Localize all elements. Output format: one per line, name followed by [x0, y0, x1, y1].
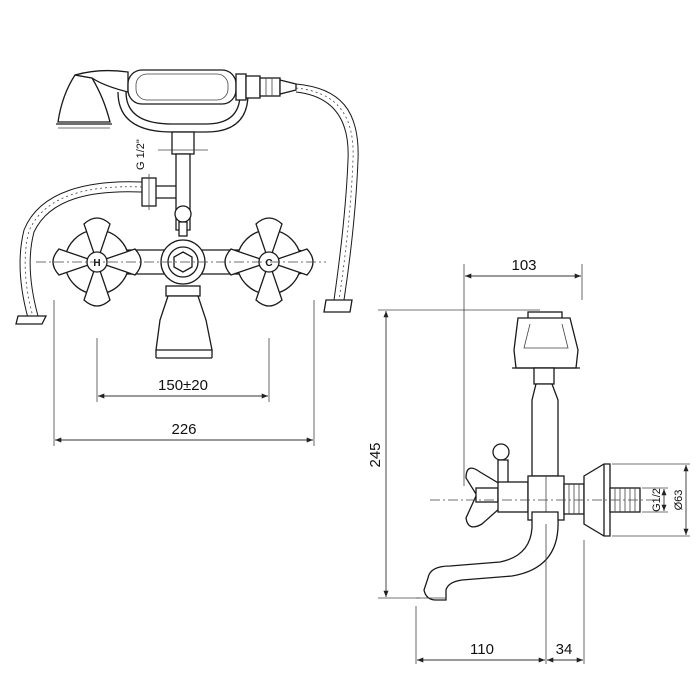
spout-front: [155, 285, 213, 359]
side-handle: [465, 467, 501, 528]
dim-flange-diameter: Ø63: [673, 490, 685, 511]
hand-shower-handle: [117, 69, 297, 133]
front-view: H C 150±20 226: [15, 69, 359, 446]
dim-wall-offset: 34: [556, 641, 573, 658]
hose-outlet: [141, 174, 176, 210]
side-view: 103 245 110 34 G1/2 Ø63: [367, 257, 690, 664]
side-riser: [531, 367, 559, 477]
dim-height: 245: [367, 442, 384, 467]
side-spout: [416, 511, 559, 601]
dim-spout-reach: 110: [470, 641, 494, 658]
shower-hose-left: [19, 181, 143, 319]
hot-marker: H: [93, 258, 100, 269]
dim-center-distance: 150±20: [158, 377, 208, 394]
side-handset: [512, 311, 580, 369]
side-diverter: [492, 443, 510, 487]
dim-thread: G1/2: [651, 488, 663, 512]
diverter-knob: [174, 205, 192, 237]
shower-hose-right: [295, 83, 359, 301]
dim-overall-width: 226: [171, 421, 196, 438]
hand-shower-head: [56, 69, 129, 129]
cold-marker: C: [265, 258, 272, 269]
dim-depth: 103: [511, 257, 536, 274]
hose-thread-label: G 1/2": [135, 139, 147, 170]
